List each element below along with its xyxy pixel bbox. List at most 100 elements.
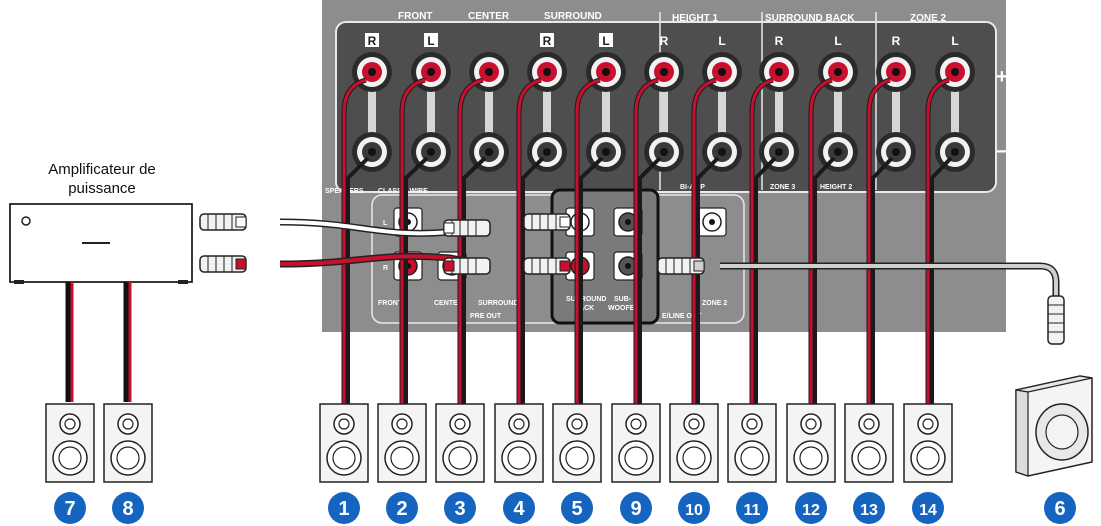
woofer-icon — [52, 440, 88, 476]
speaker — [377, 403, 427, 483]
speaker — [103, 403, 153, 483]
jack-label-l: L — [383, 220, 388, 227]
number-badge-label: 9 — [630, 498, 641, 520]
subwoofer — [1015, 375, 1093, 477]
speaker-terminal[interactable] — [818, 52, 858, 172]
group-label-center: CENTER — [468, 11, 510, 22]
receiver-panel: FRONT CENTER SURROUND HEIGHT 1 SURROUND … — [322, 0, 1008, 332]
number-badge: 11 — [736, 492, 768, 524]
tweeter-icon — [449, 413, 471, 435]
woofer-icon — [110, 440, 146, 476]
speaker-wire — [633, 77, 662, 404]
channel-marker-label: L — [427, 34, 434, 48]
number-badge: 3 — [444, 492, 476, 524]
number-badge: 1 — [328, 492, 360, 524]
speaker — [552, 403, 602, 483]
channel-marker-label: R — [368, 34, 377, 48]
number-badge: 14 — [912, 492, 944, 524]
channel-marker-label: L — [718, 34, 725, 48]
amplifier-label-line1: Amplificateur de — [48, 161, 156, 178]
tweeter-icon — [917, 413, 939, 435]
rca-cables — [279, 218, 1060, 300]
speaker-terminal[interactable] — [469, 52, 509, 172]
number-badge-label: 1 — [338, 498, 349, 520]
speaker — [45, 403, 95, 483]
rca-plug — [443, 219, 491, 237]
rca-plug — [199, 213, 247, 231]
number-badge-label: 13 — [860, 502, 878, 519]
amplifier-label-line2: puissance — [68, 180, 136, 197]
speaker-wire — [749, 77, 777, 404]
channel-marker: R — [892, 34, 901, 48]
tweeter-icon — [508, 413, 530, 435]
woofer-icon — [384, 440, 420, 476]
speaker-wire — [399, 77, 429, 404]
rca-plugs — [199, 213, 1065, 345]
power-led-icon — [21, 216, 31, 226]
plus-sign: + — [996, 66, 1008, 88]
tweeter-icon — [391, 413, 413, 435]
tweeter-icon — [566, 413, 588, 435]
speaker-wire — [866, 77, 894, 404]
number-badge: 13 — [853, 492, 885, 524]
label-pre-out: PRE OUT — [470, 313, 502, 320]
speaker — [669, 403, 719, 483]
amplifier-label: Amplificateur de puissance — [12, 160, 192, 198]
number-badge: 6 — [1044, 492, 1076, 524]
number-badge: 4 — [503, 492, 535, 524]
channel-marker: L — [834, 34, 841, 48]
number-badge: 5 — [561, 492, 593, 524]
woofer-icon — [910, 440, 946, 476]
speaker — [435, 403, 485, 483]
preout-surround-back-1: SURROUND — [566, 296, 606, 303]
number-badge-label: 7 — [64, 498, 75, 520]
channel-marker: R — [660, 34, 669, 48]
speaker-terminal[interactable] — [876, 52, 916, 172]
woofer-icon — [793, 440, 829, 476]
number-badge: 12 — [795, 492, 827, 524]
channel-marker: L — [599, 33, 613, 48]
number-badge: 9 — [620, 492, 652, 524]
rca-plug — [523, 213, 571, 231]
rca-plug — [523, 257, 571, 275]
number-badge: 7 — [54, 492, 86, 524]
number-badge: 2 — [386, 492, 418, 524]
woofer-icon — [442, 440, 478, 476]
group-label-zone2: ZONE 2 — [910, 13, 947, 24]
tweeter-icon — [117, 413, 139, 435]
jack-label-r: R — [383, 265, 388, 272]
preout-front: FRONT — [378, 300, 403, 307]
speaker-wire — [457, 77, 487, 404]
number-badge-label: 4 — [513, 498, 525, 520]
tweeter-icon — [858, 413, 880, 435]
tweeter-icon — [800, 413, 822, 435]
channel-marker: R — [365, 33, 379, 48]
speaker — [786, 403, 836, 483]
channel-marker: L — [951, 34, 958, 48]
speaker — [611, 403, 661, 483]
channel-marker: L — [718, 34, 725, 48]
speaker — [903, 403, 953, 483]
preout-sub-1: SUB- — [614, 296, 632, 303]
rca-plug — [1047, 295, 1065, 345]
rca-jack[interactable] — [697, 207, 727, 237]
tweeter-icon — [741, 413, 763, 435]
speaker — [319, 403, 369, 483]
number-badge: 10 — [678, 492, 710, 524]
group-label-surround-back: SURROUND BACK — [765, 13, 855, 24]
woofer-icon — [734, 440, 770, 476]
speaker-wire — [808, 77, 836, 404]
tweeter-icon — [59, 413, 81, 435]
rca-plug — [657, 257, 705, 275]
channel-marker-label: R — [775, 34, 784, 48]
number-badge-label: 14 — [919, 502, 937, 519]
label-height2: HEIGHT 2 — [820, 184, 852, 191]
rca-plug — [199, 255, 247, 273]
speaker-wire — [341, 77, 370, 404]
power-amplifier — [9, 203, 193, 402]
woofer-icon — [851, 440, 887, 476]
speaker — [844, 403, 894, 483]
tweeter-icon — [683, 413, 705, 435]
